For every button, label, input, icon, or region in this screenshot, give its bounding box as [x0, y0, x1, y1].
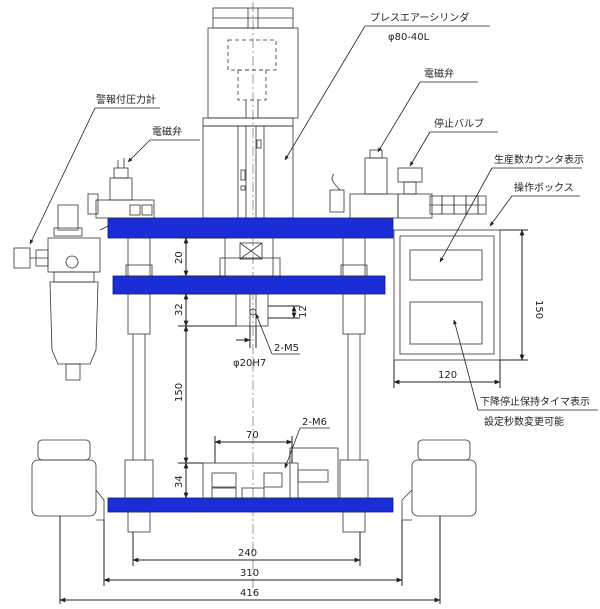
- stop-valve: [397, 167, 487, 219]
- tool-holder: [235, 293, 269, 327]
- dimension-lines: [59, 229, 528, 604]
- dim-310: 310: [240, 568, 259, 579]
- cylinder-mount-body: [202, 117, 294, 219]
- solenoid-valve-left: [87, 158, 155, 219]
- label-timer-display-line1: 下降停止保持タイマ表示: [480, 395, 590, 408]
- label-solenoid-valve-right: 電磁弁: [424, 67, 454, 80]
- dim-34: 34: [174, 475, 185, 488]
- top-plate: [107, 217, 394, 239]
- dim-2-m6: 2-M6: [302, 417, 327, 428]
- foot-pedal-left: [31, 439, 105, 521]
- dim-120: 120: [438, 370, 457, 381]
- label-cylinder-spec: φ80-40L: [388, 32, 430, 43]
- dim-70: 70: [246, 430, 259, 441]
- dim-416: 416: [240, 588, 259, 599]
- label-solenoid-valve-left: 電磁弁: [152, 125, 182, 138]
- dim-150-box: 150: [533, 300, 544, 319]
- label-stop-valve: 停止バルブ: [434, 117, 484, 130]
- guide-post-right: [339, 237, 369, 533]
- operation-box: [393, 229, 501, 361]
- foot-pedal-right: [401, 439, 477, 521]
- label-timer-display-line2: 設定秒数変更可能: [484, 415, 564, 428]
- filter-regulator: [13, 204, 111, 381]
- solenoid-valve-right: [329, 149, 399, 219]
- dim-20: 20: [174, 251, 185, 264]
- dim-2-m5: 2-M5: [274, 343, 299, 354]
- dim-150-vertical: 150: [174, 383, 185, 402]
- dim-phi20h7: φ20H7: [233, 358, 266, 369]
- leader-lines: [29, 25, 598, 469]
- bottom-plate: [107, 497, 394, 513]
- label-counter-display: 生産数カウンタ表示: [494, 153, 584, 166]
- label-operation-box: 操作ボックス: [514, 181, 574, 194]
- dim-12: 12: [298, 305, 309, 318]
- lower-die: [202, 447, 339, 499]
- dim-240: 240: [238, 548, 257, 559]
- label-press-cylinder: プレスエアーシリンダ: [370, 11, 469, 24]
- ram-block: [219, 237, 281, 277]
- middle-plate: [112, 275, 386, 295]
- label-alarm-pressure-gauge: 警報付圧力計: [96, 93, 156, 106]
- dim-32: 32: [174, 303, 185, 316]
- guide-post-left: [124, 237, 154, 533]
